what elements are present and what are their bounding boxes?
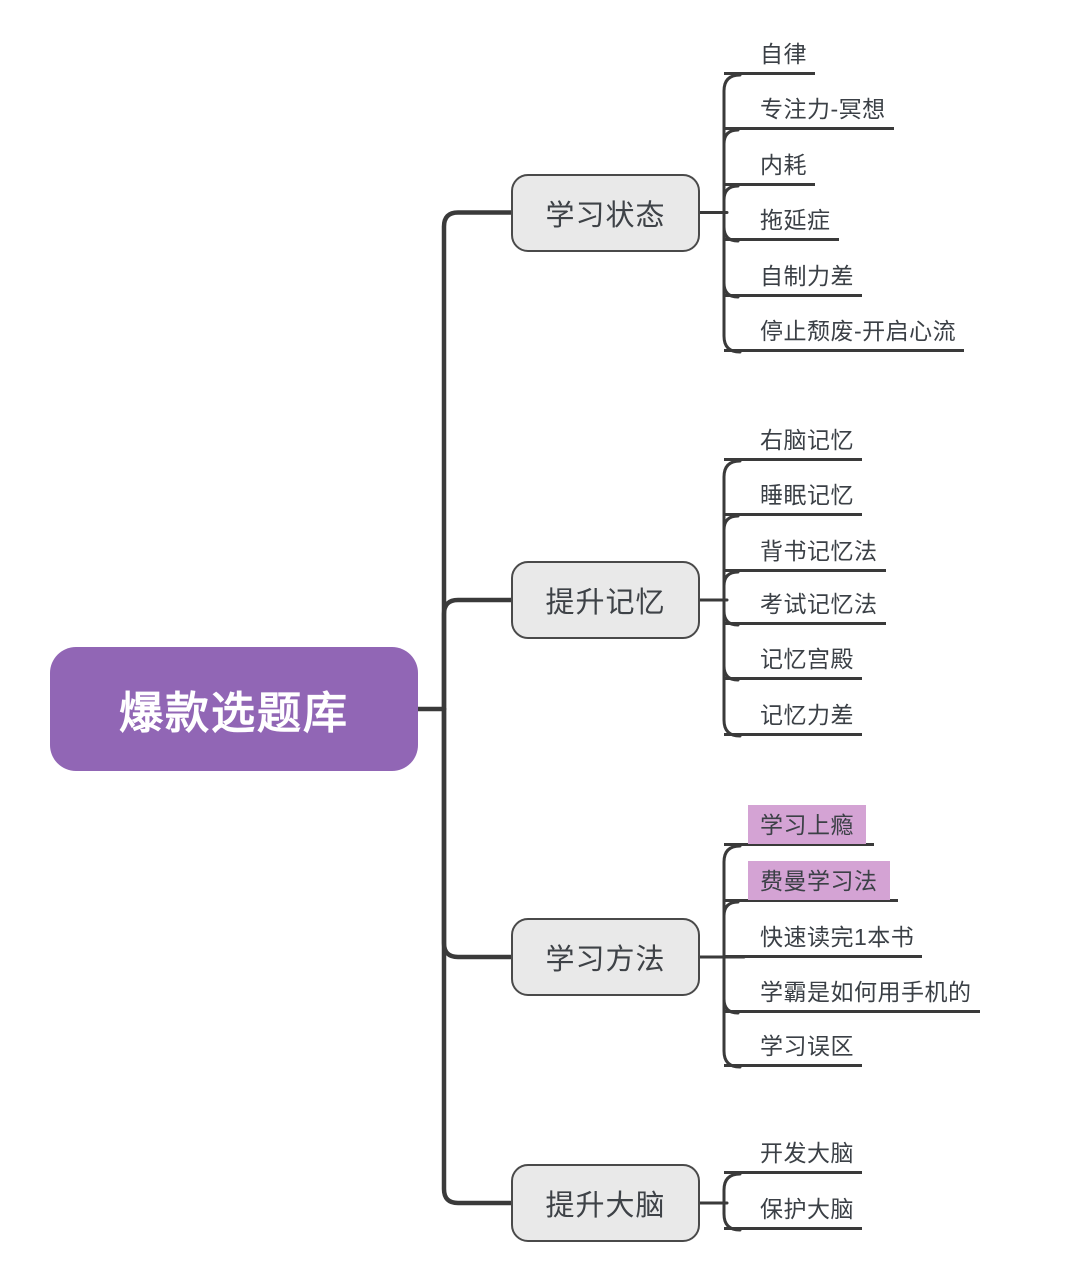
leaf-topic-label: 睡眠记忆: [760, 482, 854, 508]
leaf-topic[interactable]: 背书记忆法: [724, 533, 886, 572]
leaf-topic[interactable]: 费曼学习法: [724, 861, 898, 902]
root-topic[interactable]: 爆款选题库: [50, 647, 418, 771]
leaf-topic-label-highlighted: 学习上瘾: [748, 805, 866, 844]
leaf-topic-label: 内耗: [760, 152, 807, 178]
leaf-topic-label: 专注力-冥想: [760, 96, 886, 122]
leaf-topic[interactable]: 睡眠记忆: [724, 477, 862, 516]
leaf-topic-label: 停止颓废-开启心流: [760, 318, 957, 344]
branch-topic-label: 学习状态: [545, 200, 666, 232]
branch-topic-brain[interactable]: 提升大脑: [511, 1164, 700, 1242]
leaf-topic-label: 学习误区: [760, 1033, 854, 1059]
leaf-topic[interactable]: 右脑记忆: [724, 422, 862, 461]
leaf-topic-label: 右脑记忆: [760, 427, 854, 453]
root-topic-label: 爆款选题库: [119, 689, 349, 738]
leaf-topic-label: 记忆力差: [760, 702, 854, 728]
leaf-topic-label: 背书记忆法: [760, 538, 878, 564]
leaf-topic-label: 自律: [760, 41, 807, 67]
leaf-topic[interactable]: 专注力-冥想: [724, 91, 894, 130]
leaf-topic[interactable]: 保护大脑: [724, 1191, 862, 1230]
leaf-topic-label: 学霸是如何用手机的: [760, 979, 972, 1005]
leaf-topic-label: 保护大脑: [760, 1196, 854, 1222]
leaf-topic-label: 快速读完1本书: [760, 924, 915, 950]
leaf-topic-label: 拖延症: [760, 207, 831, 233]
leaf-topic[interactable]: 学习上瘾: [724, 805, 874, 846]
leaf-topic[interactable]: 学习误区: [724, 1028, 862, 1067]
leaf-topic[interactable]: 开发大脑: [724, 1135, 862, 1174]
leaf-topic[interactable]: 学霸是如何用手机的: [724, 974, 980, 1013]
leaf-topic[interactable]: 快速读完1本书: [724, 919, 923, 958]
leaf-topic-label: 记忆宫殿: [760, 646, 854, 672]
leaf-topic[interactable]: 记忆力差: [724, 697, 862, 736]
leaf-topic-label-highlighted: 费曼学习法: [748, 861, 890, 900]
leaf-topic-label: 开发大脑: [760, 1140, 854, 1166]
branch-topic-study-state[interactable]: 学习状态: [511, 174, 700, 252]
leaf-topic[interactable]: 拖延症: [724, 202, 839, 241]
leaf-topic[interactable]: 自制力差: [724, 258, 862, 297]
branch-topic-label: 提升记忆: [545, 587, 666, 619]
leaf-topic[interactable]: 自律: [724, 36, 815, 75]
leaf-topic[interactable]: 记忆宫殿: [724, 641, 862, 680]
leaf-topic-label: 考试记忆法: [760, 591, 878, 617]
leaf-topic-label: 自制力差: [760, 263, 854, 289]
leaf-topic[interactable]: 内耗: [724, 147, 815, 186]
branch-topic-label: 学习方法: [545, 944, 666, 976]
branch-topic-memory[interactable]: 提升记忆: [511, 561, 700, 639]
branch-topic-label: 提升大脑: [545, 1190, 666, 1222]
branch-topic-methods[interactable]: 学习方法: [511, 918, 700, 996]
leaf-topic[interactable]: 停止颓废-开启心流: [724, 313, 965, 352]
leaf-topic[interactable]: 考试记忆法: [724, 586, 886, 625]
